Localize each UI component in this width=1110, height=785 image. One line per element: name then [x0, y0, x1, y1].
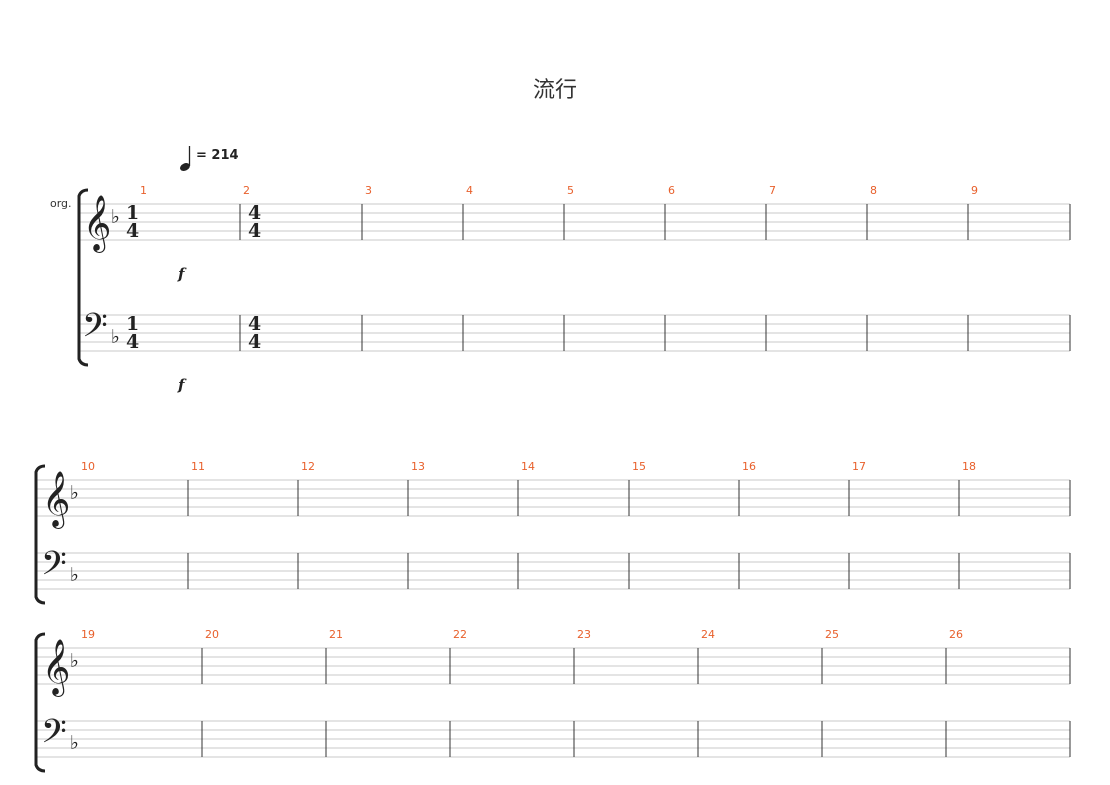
measure-number: 4 — [466, 184, 473, 197]
time-sig-numerator: 4 — [248, 313, 261, 335]
flat-icon: ♭ — [111, 326, 120, 348]
measure-number: 10 — [81, 460, 95, 473]
score-title: 流行 — [532, 78, 577, 103]
dynamic-marking-bass: f — [177, 376, 187, 394]
bass-staff: 𝄢♭ — [37, 713, 1071, 759]
tempo-marking: = 214 — [180, 146, 239, 171]
measure-number: 6 — [668, 184, 675, 197]
measure-number: 26 — [949, 628, 963, 641]
measure-number: 22 — [453, 628, 467, 641]
measure-number: 17 — [852, 460, 866, 473]
system-bracket — [34, 632, 46, 773]
measure-number: 7 — [769, 184, 776, 197]
bass-clef-icon: 𝄢 — [41, 713, 67, 759]
bass-clef-icon: 𝄢 — [82, 307, 108, 353]
bass-staff: 𝄢♭ — [37, 545, 1071, 591]
measure-number: 14 — [521, 460, 535, 473]
time-signature-4-4-bass: 4 4 — [248, 313, 261, 353]
time-signature-1-4-bass: 1 4 — [126, 313, 139, 353]
treble-staff: 𝄞♭ — [78, 195, 1071, 253]
measure-number: 20 — [205, 628, 219, 641]
measure-number: 2 — [243, 184, 250, 197]
treble-clef-icon: 𝄞 — [42, 471, 70, 529]
measure-number: 8 — [870, 184, 877, 197]
flat-icon: ♭ — [70, 650, 79, 672]
measure-number: 3 — [365, 184, 372, 197]
flat-icon: ♭ — [70, 564, 79, 586]
time-signature-1-4-treble: 1 4 — [126, 202, 139, 242]
time-sig-denominator: 4 — [126, 220, 139, 242]
measure-number: 21 — [329, 628, 343, 641]
measure-number: 24 — [701, 628, 715, 641]
flat-icon: ♭ — [70, 482, 79, 504]
measure-number: 5 — [567, 184, 574, 197]
time-signature-4-4-treble: 4 4 — [248, 202, 261, 242]
time-sig-numerator: 1 — [126, 202, 139, 224]
bass-clef-icon: 𝄢 — [41, 545, 67, 591]
system-bracket — [34, 464, 46, 605]
measure-number: 11 — [191, 460, 205, 473]
dynamic-marking-treble: f — [177, 265, 187, 283]
time-sig-numerator: 1 — [126, 313, 139, 335]
system-bracket — [77, 188, 89, 367]
measure-number: 1 — [140, 184, 147, 197]
treble-staff: 𝄞♭ — [37, 639, 1071, 697]
treble-staff: 𝄞♭ — [37, 471, 1071, 529]
measure-number: 18 — [962, 460, 976, 473]
measure-number: 15 — [632, 460, 646, 473]
measure-number: 25 — [825, 628, 839, 641]
measure-number: 23 — [577, 628, 591, 641]
measure-number: 12 — [301, 460, 315, 473]
time-sig-denominator: 4 — [126, 331, 139, 353]
measure-number: 13 — [411, 460, 425, 473]
treble-clef-icon: 𝄞 — [42, 639, 70, 697]
tempo-text: = 214 — [196, 148, 239, 163]
flat-icon: ♭ — [111, 206, 120, 228]
measure-number: 19 — [81, 628, 95, 641]
time-sig-numerator: 4 — [248, 202, 261, 224]
time-sig-denominator: 4 — [248, 331, 261, 353]
bass-staff: 𝄢♭ — [78, 307, 1071, 353]
quarter-note-icon — [180, 146, 191, 171]
time-sig-denominator: 4 — [248, 220, 261, 242]
treble-clef-icon: 𝄞 — [83, 195, 111, 253]
flat-icon: ♭ — [70, 732, 79, 754]
measure-number: 9 — [971, 184, 978, 197]
measure-number: 16 — [742, 460, 756, 473]
instrument-label: org. — [50, 197, 72, 210]
